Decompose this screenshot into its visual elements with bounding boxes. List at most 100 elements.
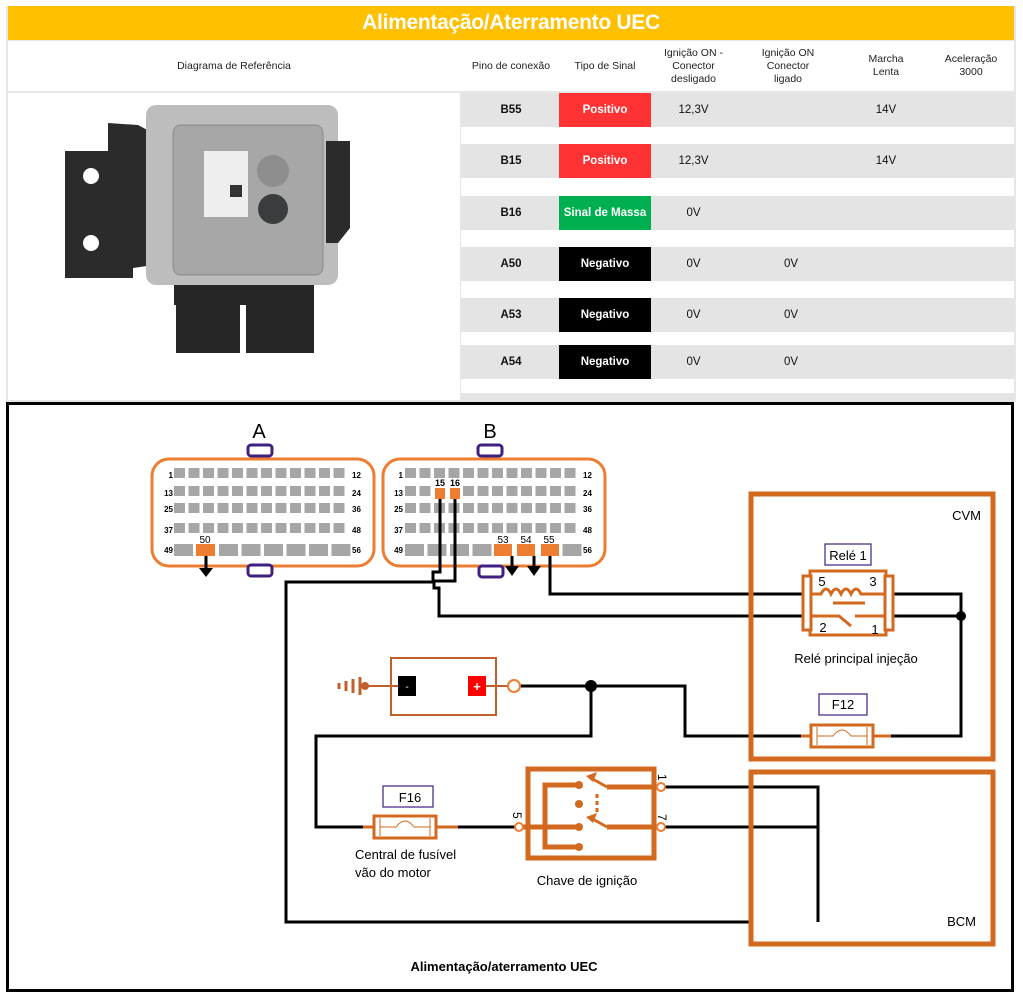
table-row: A50 Negativo 0V 0V bbox=[461, 247, 1014, 281]
connector-pin bbox=[275, 468, 287, 478]
connector-pin bbox=[333, 523, 345, 533]
connector-a-key-top bbox=[246, 443, 274, 458]
connector-pin bbox=[290, 523, 301, 533]
connector-pin bbox=[174, 468, 185, 478]
wire-b16-to-relay bbox=[432, 499, 803, 618]
header-ign-off: Ignição ON - Conector desligado bbox=[651, 41, 736, 91]
header-idle: Marcha Lenta bbox=[836, 41, 936, 91]
table-row-spacer bbox=[461, 393, 1014, 400]
connector-a-row-end: 36 bbox=[352, 505, 361, 514]
connector-b-row-start: 49 bbox=[394, 546, 403, 555]
connector-pin bbox=[232, 468, 243, 478]
connector-pin bbox=[333, 468, 345, 478]
switch-terminal-5 bbox=[514, 822, 524, 832]
connector-pin bbox=[564, 486, 576, 496]
switch-pin-5: 5 bbox=[510, 812, 524, 819]
header-accel: Aceleração 3000 bbox=[928, 41, 1014, 91]
pin-b16 bbox=[450, 488, 460, 499]
connector-pin bbox=[405, 486, 416, 496]
pin-b15 bbox=[435, 488, 445, 499]
battery-pos-label: + bbox=[473, 679, 481, 694]
connector-pin bbox=[290, 486, 301, 496]
header-signal: Tipo de Sinal bbox=[574, 59, 636, 72]
connector-pin bbox=[261, 486, 272, 496]
ecu-plug bbox=[258, 194, 288, 224]
ign-on-value bbox=[746, 93, 836, 127]
pin-b54 bbox=[517, 544, 535, 556]
connector-pin bbox=[319, 486, 330, 496]
pin-cell: B16 bbox=[500, 207, 522, 219]
signal-badge: Positivo bbox=[559, 93, 651, 127]
pin-cell: A54 bbox=[500, 356, 522, 368]
connector-pin bbox=[477, 486, 489, 496]
connector-b-row-start: 13 bbox=[394, 489, 403, 498]
pin-cell: A50 bbox=[500, 258, 522, 270]
connector-pin bbox=[405, 468, 416, 478]
connector-a-row-start: 13 bbox=[164, 489, 173, 498]
header-reference: Diagrama de Referência bbox=[177, 59, 291, 72]
switch-contact bbox=[575, 800, 583, 808]
ground-arrow-icon bbox=[527, 566, 541, 576]
ign-off-value: 12,3V bbox=[678, 155, 709, 167]
fuse-f12-tag-box bbox=[818, 693, 868, 716]
ecu-image-panel bbox=[8, 93, 460, 400]
switch-pin-1: 1 bbox=[655, 774, 669, 781]
connector-b-key-bottom bbox=[477, 564, 505, 579]
table-row: A53 Negativo 0V 0V bbox=[461, 298, 1014, 332]
connector-pin bbox=[275, 503, 287, 513]
pin-cell: A53 bbox=[500, 309, 522, 321]
battery-negative-terminal bbox=[398, 676, 416, 696]
wire-junction bbox=[585, 680, 597, 692]
idle-value bbox=[836, 345, 936, 379]
connector-pin bbox=[174, 523, 185, 533]
ign-off-value: 0V bbox=[686, 356, 701, 368]
connector-pin bbox=[427, 544, 447, 556]
ground-arrow-icon bbox=[505, 566, 519, 576]
connector-pin bbox=[188, 503, 200, 513]
fuse-f16-icon bbox=[363, 814, 458, 840]
connector-b-row-end: 56 bbox=[583, 546, 592, 555]
table-row: A54 Negativo 0V 0V bbox=[461, 345, 1014, 379]
connector-pin bbox=[309, 544, 328, 556]
connector-pin bbox=[232, 523, 243, 533]
header-ign-on-l2: Conector bbox=[766, 59, 810, 72]
ign-on-value bbox=[746, 196, 836, 230]
idle-value bbox=[836, 298, 936, 332]
connector-pin bbox=[174, 544, 193, 556]
ignition-switch-caption: Chave de ignição bbox=[537, 873, 637, 888]
idle-value bbox=[836, 196, 936, 230]
signal-badge: Positivo bbox=[559, 144, 651, 178]
connector-pin bbox=[535, 486, 547, 496]
connector-pin bbox=[203, 468, 214, 478]
pin-a50 bbox=[196, 544, 215, 556]
ecu-connector-b bbox=[246, 301, 314, 353]
connector-pin bbox=[264, 544, 283, 556]
relay-tag-box bbox=[824, 543, 872, 566]
connector-b-label: B bbox=[483, 421, 496, 443]
header-idle-l2: Lenta bbox=[872, 66, 900, 78]
connector-pin bbox=[419, 523, 431, 533]
ecu-label bbox=[204, 151, 248, 217]
connector-pin bbox=[535, 503, 547, 513]
accel-value bbox=[936, 345, 1014, 379]
header-ign-off-l1: Ignição ON - bbox=[664, 46, 723, 59]
connector-b-row-end: 12 bbox=[583, 471, 592, 480]
header-ign-on-l1: Ignição ON bbox=[761, 46, 815, 59]
ign-on-value: 0V bbox=[783, 356, 799, 368]
connector-pin bbox=[241, 544, 261, 556]
connector-pin bbox=[232, 503, 243, 513]
connector-b-key-top bbox=[476, 443, 504, 458]
relay-tag: Relé 1 bbox=[829, 548, 867, 563]
accel-value bbox=[936, 93, 1014, 127]
table-row: B55 Positivo 12,3V 14V bbox=[461, 93, 1014, 127]
pin-b54-label: 54 bbox=[520, 535, 532, 546]
connector-pin bbox=[319, 468, 330, 478]
table-row: B16 Sinal de Massa 0V bbox=[461, 196, 1014, 230]
ign-off-value: 0V bbox=[686, 309, 701, 321]
ign-off-value: 0V bbox=[686, 207, 701, 219]
connector-b-row-end: 48 bbox=[583, 526, 592, 535]
bcm-box bbox=[748, 769, 996, 947]
header-ign-off-l2: Conector bbox=[672, 59, 715, 72]
header-accel-l1: Aceleração bbox=[944, 53, 998, 65]
ecu-photo bbox=[65, 105, 350, 353]
